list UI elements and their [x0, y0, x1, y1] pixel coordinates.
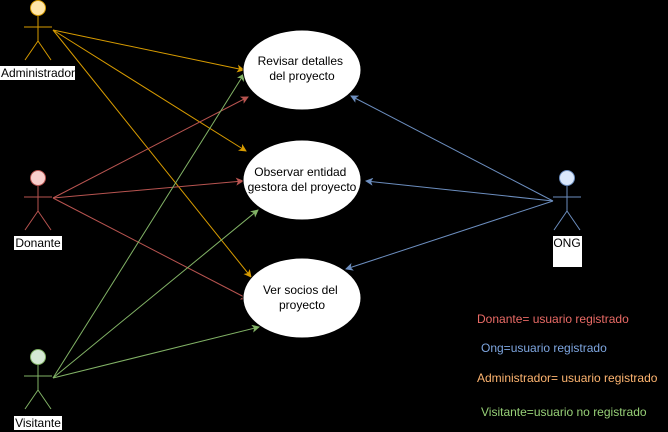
actor-label: Administrador — [1, 66, 75, 80]
stick-figure-icon — [24, 349, 52, 410]
edge-ong-uc3 — [345, 200, 554, 271]
edge-visitante-uc1 — [52, 73, 245, 379]
use-case-ellipse — [242, 257, 362, 339]
stick-figure-icon — [24, 170, 52, 231]
svg-text:Ver socios del proyecto: Ver socios del proyecto — [263, 283, 341, 312]
actor-label: Donante — [15, 236, 61, 250]
use-case-label-line: Ver socios del — [263, 283, 338, 297]
actor-label-bg — [0, 66, 75, 80]
svg-text:Revisar detalles del pro: Revisar detalles del proyecto — [258, 54, 347, 83]
actor-visitante[interactable]: Visitante — [14, 349, 62, 431]
actor-label-bg — [553, 236, 582, 267]
actor-label: Visitante — [15, 416, 61, 430]
edge-admin-uc2 — [52, 29, 247, 152]
edge-donante-uc3 — [52, 197, 249, 300]
use-case-observar-entidad[interactable]: Observar entidad gestora del proyecto — [242, 139, 362, 221]
legend-visitante: Visitante=usuario no registrado — [481, 405, 647, 419]
edge-admin-uc3 — [52, 29, 252, 278]
svg-text:Observar entidad gestora: Observar entidad gestora del proyecto — [248, 165, 357, 194]
edges — [52, 29, 554, 379]
legend-ong: Ong=usuario registrado — [481, 341, 607, 355]
legend: Donante= usuario registrado Ong=usuario … — [477, 312, 658, 419]
use-case-label-line: del proyecto — [269, 69, 335, 83]
use-case-ver-socios[interactable]: Ver socios del proyecto — [242, 257, 362, 339]
edge-donante-uc2 — [52, 177, 244, 199]
edge-visitante-uc2 — [52, 209, 259, 379]
actor-donante[interactable]: Donante — [14, 170, 62, 251]
actor-label-bg — [14, 236, 62, 250]
stick-figure-icon — [553, 170, 581, 231]
actor-administrador[interactable]: Administrador — [0, 0, 75, 81]
use-case-label-line: Revisar detalles — [258, 54, 343, 68]
edge-visitante-uc3 — [52, 324, 260, 379]
actor-ong[interactable]: ONG — [553, 170, 582, 268]
use-case-ellipse — [242, 29, 362, 111]
use-case-label-line: proyecto — [279, 298, 325, 312]
edge-ong-uc2 — [365, 177, 554, 202]
legend-administrador: Administrador= usuario registrado — [477, 371, 658, 385]
edge-admin-uc1 — [52, 29, 245, 73]
use-case-label-line: Observar entidad — [254, 165, 346, 179]
stick-figure-icon — [24, 0, 52, 61]
legend-donante: Donante= usuario registrado — [477, 312, 629, 326]
edge-donante-uc1 — [52, 96, 249, 199]
actor-label-bg — [14, 416, 62, 430]
edge-ong-uc1 — [350, 95, 554, 202]
actor-label: ONG — [553, 236, 580, 250]
use-case-ellipse — [242, 139, 362, 221]
use-case-label-line: gestora del proyecto — [248, 180, 357, 194]
use-case-revisar-detalles[interactable]: Revisar detalles del proyecto — [242, 29, 362, 111]
